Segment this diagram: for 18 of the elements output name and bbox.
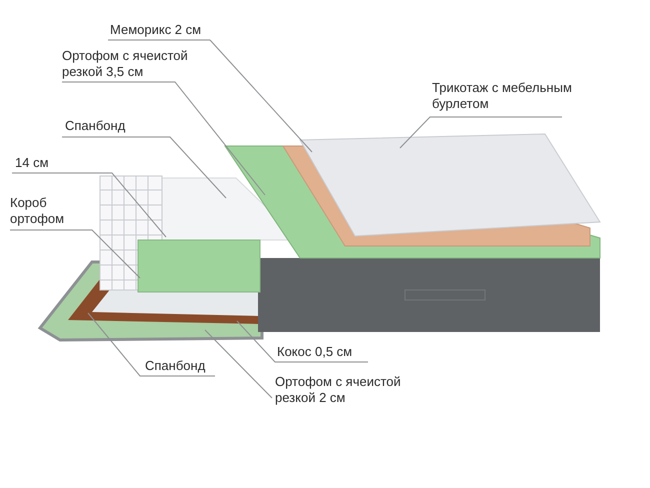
callout-label: Ортофом с ячеистой резкой 2 см [275, 374, 405, 406]
leader-line [10, 230, 140, 278]
callout-label: Спанбонд [65, 118, 165, 134]
callout-label: Спанбонд [145, 358, 225, 374]
leader-line [88, 312, 216, 376]
callout-label: Кокос 0,5 см [277, 344, 377, 360]
callout-label: Ортофом с ячеистой резкой 3,5 см [62, 48, 192, 80]
callout-label: Трикотаж с мебельным бурлетом [432, 80, 582, 112]
callout-label: 14 см [15, 155, 115, 171]
leader-line [204, 330, 272, 398]
leader-line [12, 172, 166, 238]
leader-line [62, 136, 226, 198]
leader-line [400, 116, 562, 148]
callout-label: Меморикс 2 см [110, 22, 230, 38]
leader-line [62, 82, 266, 196]
callout-label: Короб ортофом [10, 195, 100, 227]
leader-line [236, 320, 368, 362]
leader-line [108, 40, 312, 152]
